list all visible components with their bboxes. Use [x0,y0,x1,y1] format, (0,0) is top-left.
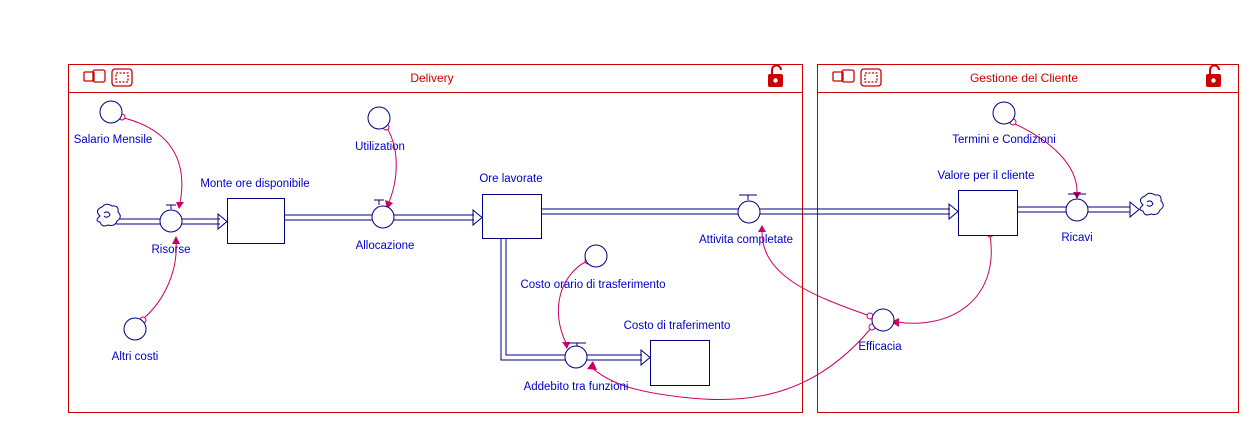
stock-label: Valore per il cliente [938,170,1035,182]
flow-label: Allocazione [356,240,415,252]
sector-frame [68,64,803,413]
converter-label: Efficacia [858,341,902,353]
stock-valore-cliente[interactable]: Valore per il cliente [938,170,1035,236]
sector-frame [817,64,1239,413]
stock-monte-ore[interactable]: Monte ore disponibile [200,178,310,244]
flow-risorse[interactable]: Risorse [152,204,191,256]
converter-utilization[interactable]: Utilization [355,106,405,153]
converter-label: Utilization [355,141,405,153]
converter-label: Termini e Condizioni [952,134,1056,146]
flow-attivita-completate[interactable]: Attivita completate [699,194,793,246]
stock-costo-traferimento[interactable]: Costo di traferimento [624,320,731,386]
sector-select-icon[interactable] [860,68,882,87]
flow-addebito[interactable]: Addebito tra funzioni [524,342,629,393]
flow-label: Attivita completate [699,234,793,246]
stock-ore-lavorate[interactable]: Ore lavorate [479,173,543,239]
sector-select-icon[interactable] [111,68,133,87]
converter-termini-condizioni[interactable]: Termini e Condizioni [952,101,1056,146]
converter-costo-orario[interactable]: Costo orario di trasferimento [520,244,666,291]
flow-label: Ricavi [1061,232,1092,244]
stock-label: Monte ore disponibile [200,178,309,190]
sector-gestione-cliente[interactable]: Gestione del Cliente [817,64,1239,413]
unlock-icon[interactable] [768,64,783,88]
flow-ricavi[interactable]: Ricavi [1061,193,1093,244]
cloud-icon [96,203,121,227]
sector-title: Delivery [410,71,453,85]
converter-salario-mensile[interactable]: Salario Mensile [74,100,153,146]
stock-label: Ore lavorate [479,173,542,185]
sector-toggle-icon[interactable] [83,69,106,83]
converter-label: Salario Mensile [74,134,153,146]
sector-delivery[interactable]: Delivery [68,64,803,413]
converter-label: Costo orario di trasferimento [520,279,665,291]
sector-toggle-icon[interactable] [832,69,855,83]
flow-pipe-addebito [500,239,651,367]
converter-efficacia[interactable]: Efficacia [858,308,902,353]
unlock-icon[interactable] [1206,64,1221,88]
sector-title: Gestione del Cliente [970,71,1078,85]
flow-label: Risorse [152,244,191,256]
cloud-icon [1139,192,1164,216]
converter-altri-costi[interactable]: Altri costi [112,317,159,363]
stock-label: Costo di traferimento [624,320,731,332]
converter-label: Altri costi [112,351,159,363]
flow-label: Addebito tra funzioni [524,381,629,393]
flow-allocazione[interactable]: Allocazione [356,199,415,252]
